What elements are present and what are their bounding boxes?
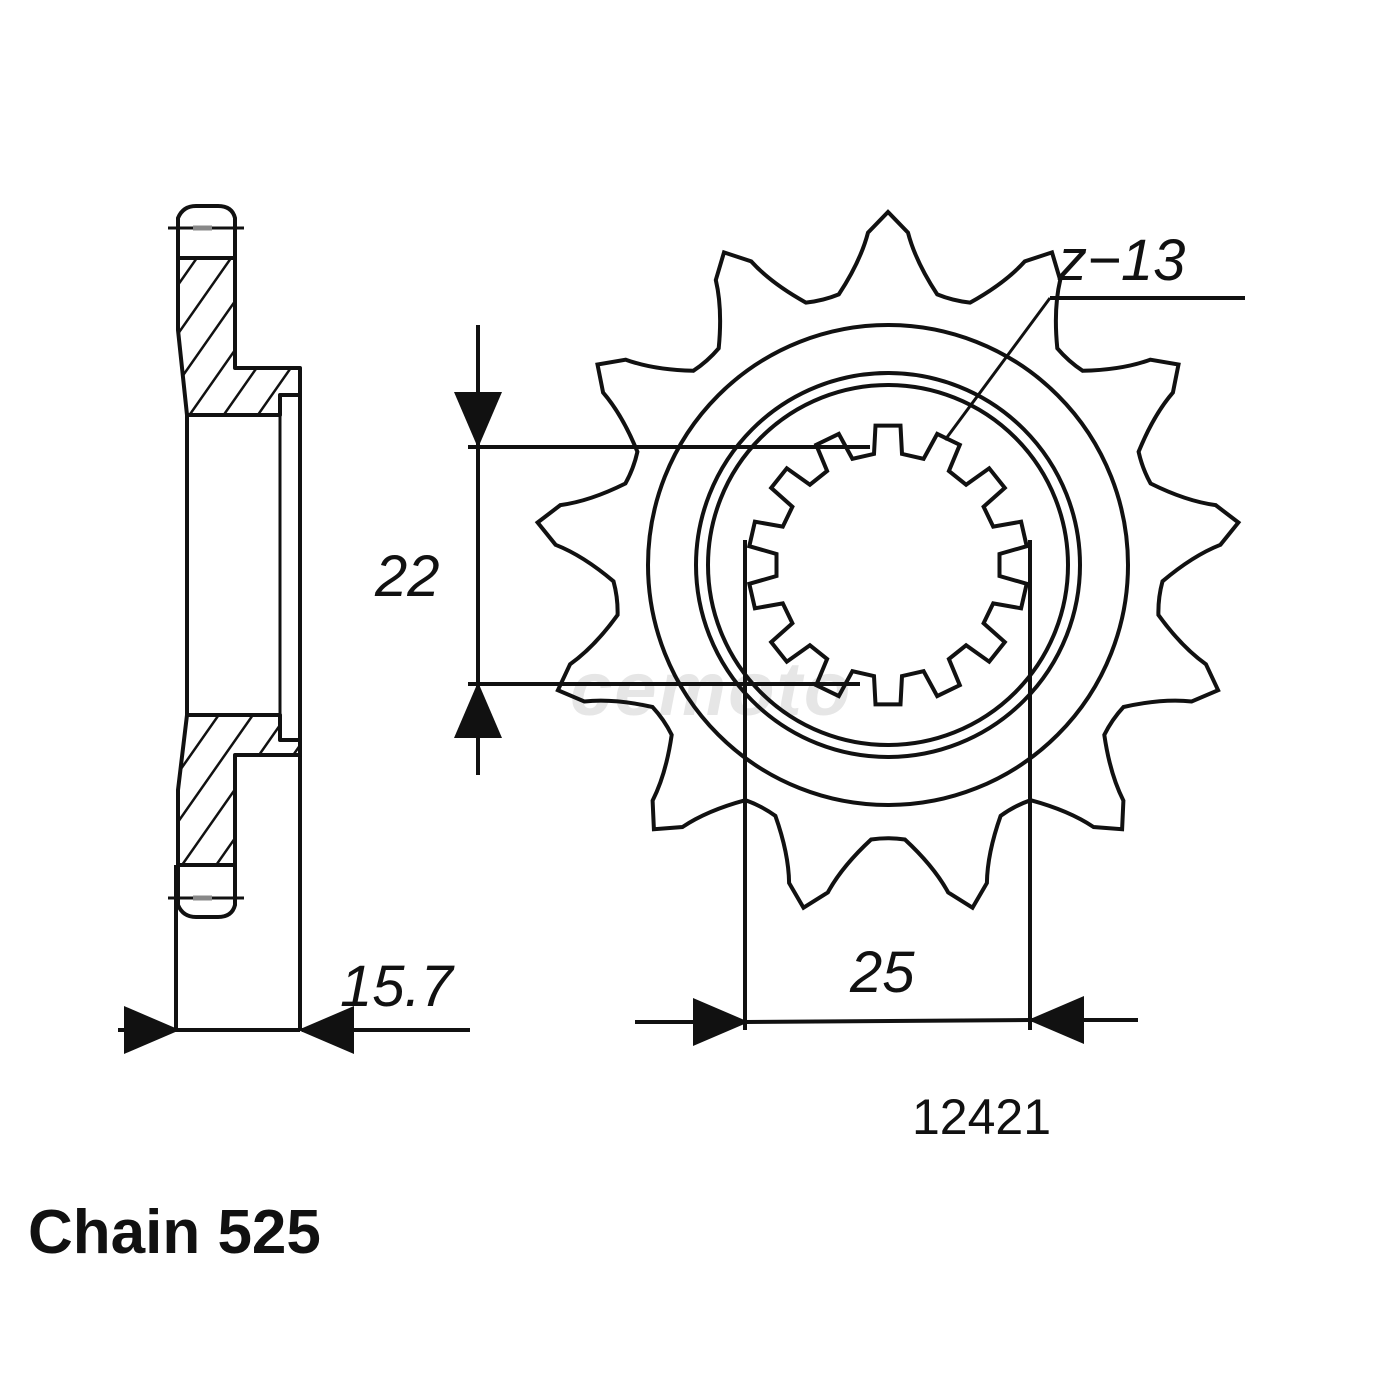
front-view <box>454 209 1245 1046</box>
thickness-dimension-label: 15.7 <box>340 954 453 1019</box>
part-number: 12421 <box>912 1089 1052 1145</box>
teeth-count-label: z−13 <box>1058 228 1186 293</box>
sprocket-outline <box>534 209 1242 911</box>
watermark: cemoto <box>570 647 853 732</box>
side-section-view <box>118 204 470 1054</box>
spline-outline <box>746 423 1030 707</box>
inner-diameter-dimension-label: 22 <box>375 544 440 609</box>
chain-size-label: Chain 525 <box>28 1198 321 1267</box>
outer-diameter-dimension-label: 25 <box>850 940 915 1005</box>
